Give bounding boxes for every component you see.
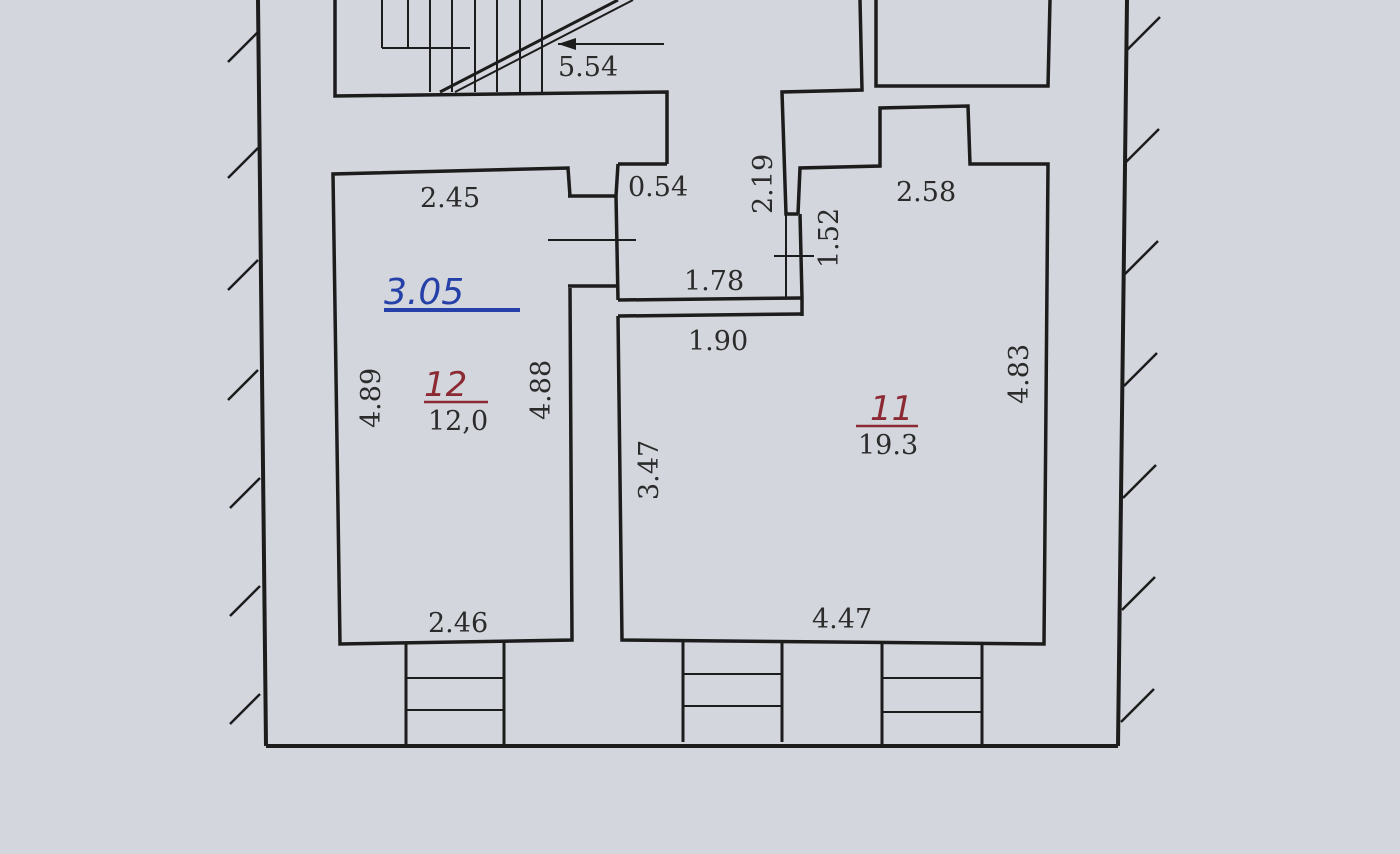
room-12-left-dimension: 4.89 (356, 368, 387, 428)
room-12-top-dimension: 2.45 (420, 183, 480, 214)
room-11-walls (616, 104, 1050, 646)
room-12-walls (331, 166, 636, 646)
room-11-number: 11 (870, 389, 913, 429)
top-right-room-edge (874, 0, 1052, 88)
room-12-right-dimension: 4.88 (526, 360, 557, 420)
staircase-treads (381, 0, 664, 94)
room-11-right-dimension: 4.83 (1004, 344, 1035, 404)
corridor-door-dimension: 0.54 (628, 172, 688, 203)
wall-hatching (227, 16, 1161, 725)
corridor-walls (614, 162, 814, 318)
room-12-area: 12,0 (428, 406, 488, 437)
room-12-number: 12 (424, 365, 467, 405)
room-11-inner-top-dimension: 1.90 (688, 326, 748, 357)
exterior-wall (256, 0, 1129, 748)
stair-landing (333, 0, 864, 216)
corridor-bottom-dimension: 1.78 (684, 266, 744, 297)
ceiling-height-mark: 3.05 (384, 272, 464, 313)
corridor-vertical-dimension: 2.19 (748, 154, 779, 214)
room-11-area: 19.3 (858, 430, 918, 461)
room-11-top-dimension: 2.58 (896, 177, 956, 208)
room-11-left-dimension: 3.47 (634, 440, 665, 500)
bottom-windows (404, 640, 984, 746)
room-12-bottom-dimension: 2.46 (428, 608, 488, 639)
corridor-small-dimension: 1.52 (814, 208, 845, 268)
room-11-bottom-dimension: 4.47 (812, 604, 872, 635)
stair-landing-dimension: 5.54 (558, 52, 618, 83)
